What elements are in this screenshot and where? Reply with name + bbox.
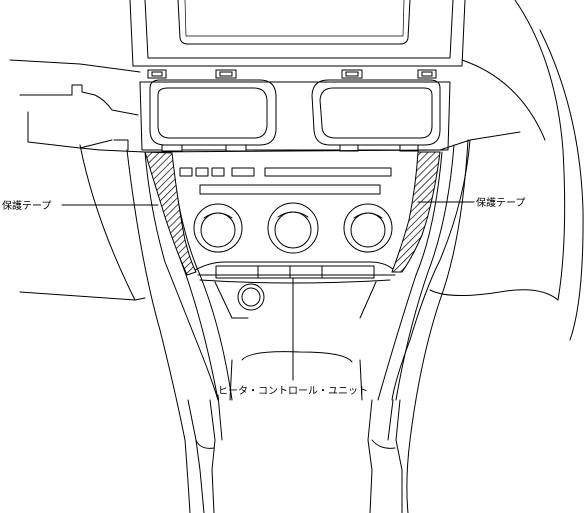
steering-arcs: [461, 0, 584, 341]
left-tape-label: 保護テープ: [2, 199, 51, 212]
control-panel-strip: [194, 261, 396, 284]
upper-display-housing: [129, 0, 466, 67]
left-dashboard-outline: [9, 59, 146, 301]
right-protective-tape: [391, 151, 441, 273]
lower-console: [214, 281, 377, 401]
leader-lines: [61, 201, 475, 381]
air-vent-panel: [139, 69, 451, 152]
heater-control-unit-label: ヒータ・コントロール・ユニット: [218, 385, 368, 397]
knob-right: [343, 203, 393, 253]
left-protective-tape: [144, 151, 197, 276]
knob-center: [267, 202, 319, 254]
right-tape-label: 保護テープ: [476, 196, 525, 209]
audio-unit: [179, 167, 392, 195]
knob-left: [193, 203, 243, 253]
climate-knobs: [193, 202, 393, 254]
